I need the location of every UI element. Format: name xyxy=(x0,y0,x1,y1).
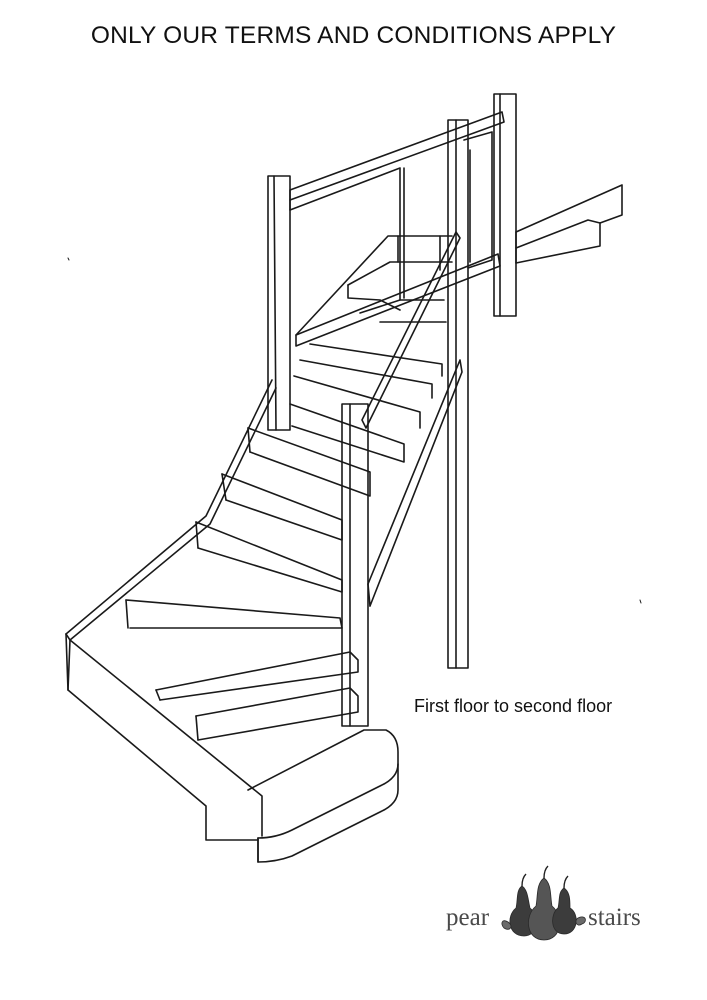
pear-stairs-logo: pear stairs xyxy=(440,862,660,948)
logo-word-stairs: stairs xyxy=(588,904,641,931)
upper-flight xyxy=(295,235,453,336)
raking-handrail xyxy=(361,231,461,429)
page-title: ONLY OUR TERMS AND CONDITIONS APPLY xyxy=(90,22,617,49)
logo-word-pear: pear xyxy=(446,904,490,931)
diagram-caption: First floor to second floor xyxy=(414,696,613,716)
newel-posts xyxy=(267,93,517,727)
gallery-handrail xyxy=(289,111,505,301)
outer-string xyxy=(65,379,277,641)
landing-edge xyxy=(515,184,623,264)
bottom-panel xyxy=(65,633,263,841)
pears-icon xyxy=(501,865,586,941)
bottom-step xyxy=(247,729,399,863)
